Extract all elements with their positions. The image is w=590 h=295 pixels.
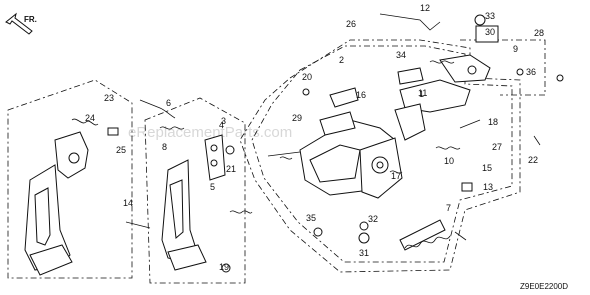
part-label: 8 [162, 142, 167, 152]
part-label: 30 [485, 27, 495, 37]
part-label: 14 [123, 198, 133, 208]
part-label: 23 [104, 93, 114, 103]
part-label: 7 [446, 203, 451, 213]
part-label: 13 [483, 182, 493, 192]
part-labels: 1 2 3 4 5 6 7 8 9 10 11 12 13 14 15 16 1… [85, 3, 544, 272]
part-label: 31 [359, 248, 369, 258]
part-label: 10 [444, 156, 454, 166]
part-label: 6 [166, 98, 171, 108]
front-direction-arrow: FR. [5, 12, 37, 35]
part-label: 25 [116, 145, 126, 155]
part-label: 28 [534, 28, 544, 38]
part-label: 35 [306, 213, 316, 223]
part-label: 22 [528, 155, 538, 165]
governor-bracket-assembly [267, 13, 564, 251]
watermark: eReplacementParts.com [128, 124, 292, 141]
part-label: 15 [482, 163, 492, 173]
part-label: 34 [396, 50, 406, 60]
part-label: 24 [85, 113, 95, 123]
assembly-outlines [7, 39, 546, 284]
part-label: 11 [418, 88, 427, 98]
part-label: 33 [485, 11, 495, 21]
part-label: 27 [492, 142, 502, 152]
diagram-code: Z9E0E2200D [520, 282, 568, 291]
part-label: 18 [488, 117, 498, 127]
part-label: 4 [219, 120, 224, 130]
part-label: 20 [302, 72, 312, 82]
part-label: 36 [526, 67, 536, 77]
part-label: 16 [356, 90, 366, 100]
part-label: 5 [210, 182, 215, 192]
part-label: 1 [419, 89, 424, 99]
middle-pedal-assembly [125, 99, 253, 273]
part-label: 9 [513, 44, 518, 54]
part-label: 32 [368, 214, 378, 224]
part-label: 12 [420, 3, 430, 13]
part-label: 26 [346, 19, 356, 29]
front-direction-label: FR. [24, 15, 37, 24]
part-label: 17 [391, 171, 401, 181]
part-label: 29 [292, 113, 302, 123]
part-label: 21 [226, 164, 236, 174]
left-pedal-assembly [24, 118, 119, 276]
part-label: 3 [221, 116, 226, 126]
part-label: 19 [219, 262, 229, 272]
part-label: 2 [339, 55, 344, 65]
